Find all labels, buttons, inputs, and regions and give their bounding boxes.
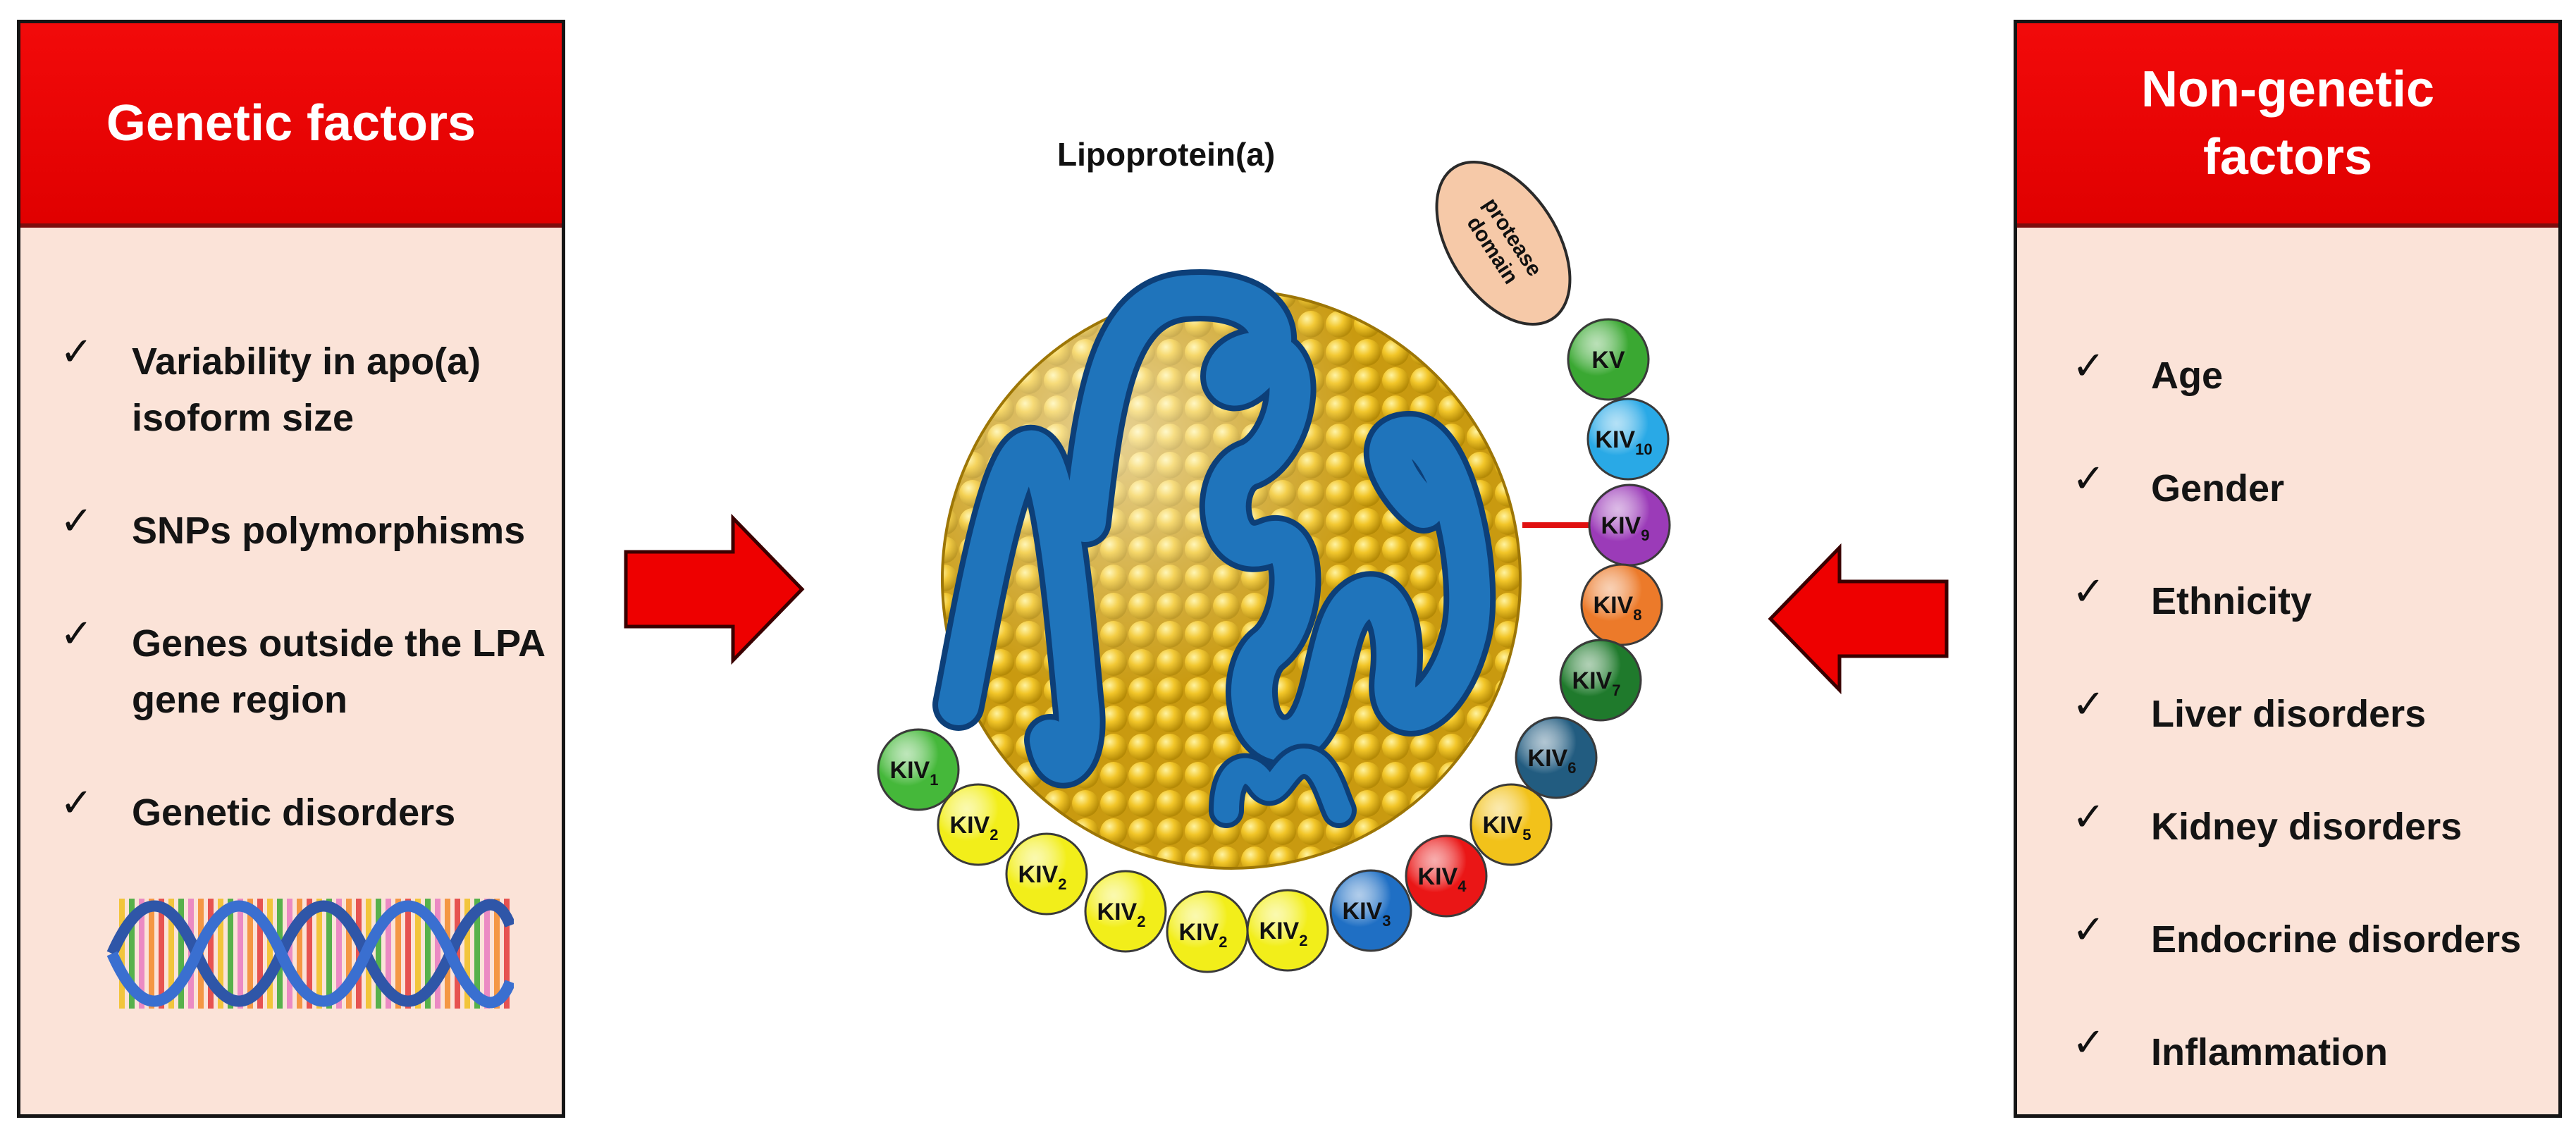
factor-label: Gender [2151,467,2285,510]
factor-label: Ethnicity [2151,580,2312,622]
genetic-factors-header: Genetic factors [20,23,562,228]
check-icon: ✓ [60,329,93,375]
dna-rung [415,899,421,1009]
dna-rung [376,899,381,1009]
dna-rung [307,899,312,1009]
dna-helix-icon [106,899,514,1009]
kringle-bead: KIV2 [1166,890,1249,973]
kringle-label: KIV4 [1418,863,1467,895]
kringle-bead: KIV1 [877,728,960,811]
dna-rung [178,899,184,1009]
dna-rung [218,899,223,1009]
kringle-bead: KIV6 [1515,716,1598,799]
dna-rung [484,899,490,1009]
check-icon: ✓ [2072,456,2105,502]
dna-rung [425,899,431,1009]
factor-label: Liver disorders [2151,693,2427,735]
kringle-label: KIV6 [1528,745,1577,777]
check-icon: ✓ [60,611,93,657]
check-icon: ✓ [2072,1020,2105,1066]
lipoprotein-title: Lipoprotein(a) [1057,136,1276,173]
dna-rung [139,899,144,1009]
dna-rung [208,899,214,1009]
kringle-label: KIV2 [1179,919,1228,951]
genetic-factors-panel: Genetic factors ✓ Variability in apo(a) … [17,20,565,1118]
dna-rung [395,899,401,1009]
kringle-bead: KV [1567,318,1650,401]
dna-rung [238,899,243,1009]
kringle-bead: KIV9 [1588,483,1671,567]
non-genetic-factors-panel: Non-genetic factors ✓ Age ✓ Gender ✓ Eth… [2014,20,2562,1118]
kringle-label: KIV8 [1594,592,1642,624]
kringle-bead: KIV8 [1580,563,1663,646]
right-arrow-icon [624,513,805,665]
dna-rung [435,899,440,1009]
check-icon: ✓ [2072,569,2105,615]
apob-ribbon [932,269,1496,828]
dna-rung [247,899,253,1009]
dna-rung [149,899,154,1009]
dna-rung [297,899,302,1009]
kringle-label: KIV2 [1018,861,1067,893]
kringle-label: KIV9 [1601,512,1650,544]
kringle-bead: KIV10 [1586,398,1670,481]
kringle-label: KIV7 [1572,667,1621,699]
dna-rung [119,899,125,1009]
check-icon: ✓ [60,498,93,544]
dna-rung [129,899,135,1009]
dna-rung [356,899,362,1009]
factor-label: Age [2151,355,2224,397]
dna-rung [287,899,292,1009]
dna-rung [326,899,332,1009]
dna-rung [336,899,342,1009]
kringle-label: KIV2 [950,812,999,844]
factor-label: Inflammation [2151,1031,2389,1073]
factor-label: Variability in apo(a) isoform size [132,340,481,439]
factor-label: Genetic disorders [132,791,456,834]
kringle-bead: KIV2 [937,783,1020,866]
dna-rung [455,899,460,1009]
check-icon: ✓ [2072,794,2105,840]
factor-label: Genes outside the LPA gene region [132,622,545,721]
kringle-bead: KIV2 [1246,889,1329,972]
kringle-bead: KIV3 [1329,869,1412,952]
kringle-bead: KIV2 [1005,832,1088,916]
kringle-label: KIV5 [1483,812,1532,844]
dna-rung [257,899,263,1009]
kringle-bead: KIV4 [1405,834,1488,918]
protease-domain: proteasedomain [1435,160,1572,326]
dna-rung [228,899,233,1009]
check-icon: ✓ [2072,343,2105,389]
check-icon: ✓ [60,780,93,826]
factor-label: Kidney disorders [2151,806,2463,848]
dna-rung [504,899,510,1009]
dna-rung [474,899,480,1009]
non-genetic-factors-header: Non-genetic factors [2017,23,2558,228]
dna-rung [159,899,164,1009]
kringle-label: KIV1 [890,757,939,789]
factor-label: SNPs polymorphisms [132,510,526,552]
dna-rung [405,899,411,1009]
kringle-label: KV [1591,347,1625,374]
check-icon: ✓ [2072,682,2105,727]
dna-rung [346,899,352,1009]
check-icon: ✓ [2072,907,2105,953]
kringle-label: KIV2 [1097,899,1146,930]
dna-rung [316,899,322,1009]
kringle-label: KIV3 [1343,898,1391,930]
dna-rung [168,899,174,1009]
left-arrow-icon [1768,543,1949,695]
kringle-bead: KIV2 [1084,870,1167,953]
kringle-bead: KIV5 [1469,783,1553,866]
dna-rung [464,899,470,1009]
kringle-bead: KIV7 [1559,639,1642,722]
dna-rung [494,899,500,1009]
factor-label: Endocrine disorders [2151,918,2522,961]
kringle-label: KIV10 [1595,426,1652,458]
dna-rung [267,899,273,1009]
kringle-chain: KVKIV10KIV9KIV8KIV7KIV6KIV5KIV4KIV3KIV2K… [877,318,1671,973]
dna-rung [386,899,391,1009]
kringle-label: KIV2 [1259,918,1308,949]
